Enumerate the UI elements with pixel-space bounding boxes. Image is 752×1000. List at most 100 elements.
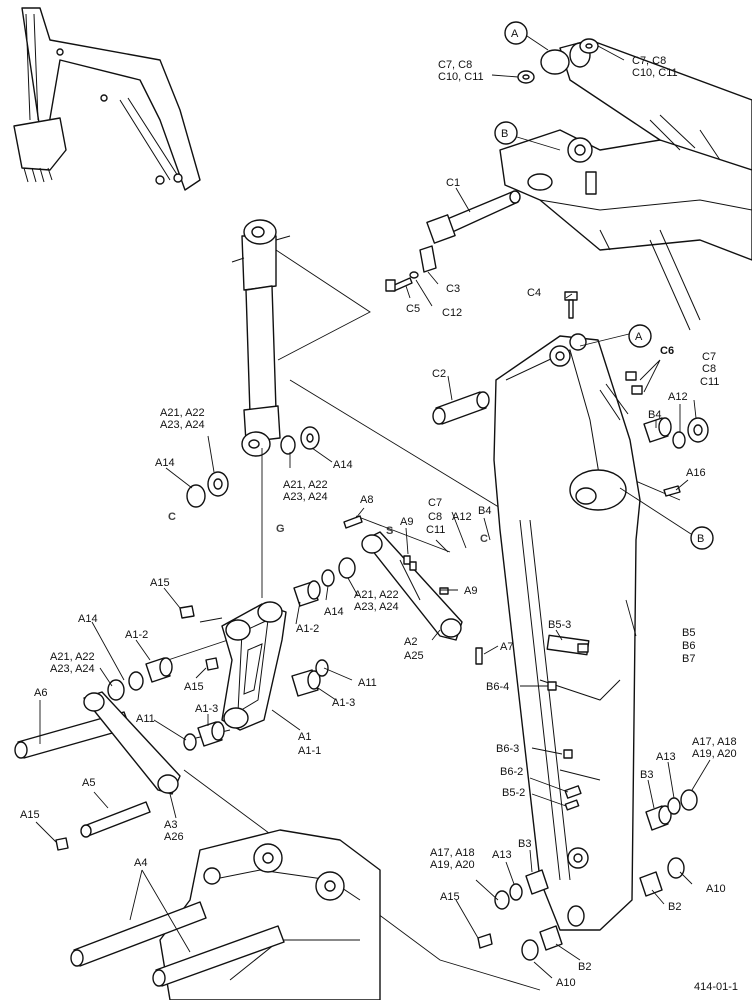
label-leader-lines bbox=[35, 45, 711, 979]
label-a1-2-right: A1-2 bbox=[296, 623, 319, 635]
pin-a6 bbox=[14, 711, 131, 759]
label-c7-center: C7 bbox=[428, 497, 442, 509]
label-a16: A16 bbox=[686, 467, 706, 479]
watermark-letter-1: C bbox=[168, 511, 176, 523]
label-a21-center-1: A21, A22 bbox=[283, 479, 328, 491]
label-a15-upper: A15 bbox=[150, 577, 170, 589]
label-a12-upper: A12 bbox=[668, 391, 688, 403]
label-a21-center-2: A23, A24 bbox=[283, 491, 328, 503]
bolt-c4 bbox=[564, 291, 578, 319]
washer-a10-right bbox=[667, 857, 685, 879]
label-b3-right: B3 bbox=[640, 769, 653, 781]
washer-a14-mid bbox=[321, 569, 335, 587]
label-a12-center: A12 bbox=[452, 511, 472, 523]
bushing-b2-right bbox=[639, 871, 663, 897]
bolts-a9 bbox=[403, 555, 449, 595]
label-a21-right-1: A21, A22 bbox=[354, 589, 399, 601]
link-a2 bbox=[361, 531, 463, 641]
washer-a13-right bbox=[667, 797, 681, 815]
washer-a21-lower bbox=[107, 679, 125, 701]
watermark-letter-3: S bbox=[386, 525, 393, 537]
label-c3: C3 bbox=[446, 283, 460, 295]
label-c7-c8-top-left-2: C10, C11 bbox=[438, 71, 484, 83]
figure-code: 414-01-1 bbox=[694, 981, 738, 993]
label-c8-mid: C8 bbox=[702, 363, 716, 375]
arm-b5 bbox=[493, 333, 641, 931]
label-a3: A3 bbox=[164, 819, 177, 831]
label-a6: A6 bbox=[34, 687, 47, 699]
bushing-b3-right bbox=[645, 805, 672, 831]
label-a17-right-2: A19, A20 bbox=[692, 748, 737, 760]
washer-a11-right bbox=[315, 659, 329, 677]
label-c12: C12 bbox=[442, 307, 462, 319]
label-b6: B6 bbox=[682, 640, 695, 652]
washer-a14-lower bbox=[128, 671, 144, 691]
bushing-a1-2-upper bbox=[293, 580, 321, 607]
label-a14-right: A14 bbox=[324, 606, 344, 618]
label-a15-bottom: A15 bbox=[440, 891, 460, 903]
grease-a15-bottom bbox=[477, 933, 493, 949]
callout-a-mid-letter: A bbox=[635, 331, 643, 343]
label-b6-2: B6-2 bbox=[500, 766, 523, 778]
bolt-a8 bbox=[343, 515, 363, 529]
callout-a-top-letter: A bbox=[511, 28, 519, 40]
label-c11-center: C11 bbox=[426, 524, 445, 536]
label-a11-right: A11 bbox=[358, 677, 377, 689]
callout-a-top: A bbox=[504, 21, 549, 51]
bolt-a16 bbox=[663, 485, 681, 497]
guide-link-a1 bbox=[221, 601, 287, 731]
washer-a21-upper bbox=[280, 435, 296, 455]
washer-a14-left bbox=[186, 484, 206, 508]
label-b5: B5 bbox=[682, 627, 695, 639]
label-b4-upper: B4 bbox=[648, 409, 661, 421]
washer-a11-left bbox=[183, 733, 197, 751]
label-a17-lower-2: A19, A20 bbox=[430, 859, 475, 871]
washer-a10-lower bbox=[521, 939, 539, 961]
label-a21-lower-2: A23, A24 bbox=[50, 663, 95, 675]
label-a21-right-2: A23, A24 bbox=[354, 601, 399, 613]
label-b6-3: B6-3 bbox=[496, 743, 519, 755]
label-c2: C2 bbox=[432, 368, 446, 380]
label-a9-lower: A9 bbox=[464, 585, 477, 597]
callout-b-top-letter: B bbox=[501, 128, 508, 140]
label-a1-3-right: A1-3 bbox=[332, 697, 355, 709]
bushing-b2-lower bbox=[539, 925, 563, 951]
washer-a13-lower bbox=[509, 883, 523, 901]
label-a13-right: A13 bbox=[656, 751, 676, 763]
label-c7-mid: C7 bbox=[702, 351, 716, 363]
label-a25: A25 bbox=[404, 650, 424, 662]
watermark-letter-4: C bbox=[480, 533, 488, 545]
label-a10-lower: A10 bbox=[556, 977, 576, 989]
washer-a17-right bbox=[680, 789, 698, 811]
bucket-cylinder bbox=[231, 219, 291, 457]
label-a10-right: A10 bbox=[706, 883, 726, 895]
callout-b-top: B bbox=[494, 121, 561, 151]
label-a1-3-left: A1-3 bbox=[195, 703, 218, 715]
label-c7-c8-top-right-1: C7, C8 bbox=[632, 55, 666, 67]
label-a8: A8 bbox=[360, 494, 373, 506]
callout-b-mid-letter: B bbox=[697, 533, 704, 545]
label-a15-mid: A15 bbox=[184, 681, 204, 693]
label-c7-c8-top-right-2: C10, C11 bbox=[632, 67, 678, 79]
label-c1: C1 bbox=[446, 177, 460, 189]
callout-a-mid: A bbox=[579, 324, 652, 348]
label-b5-2: B5-2 bbox=[502, 787, 525, 799]
label-a26: A26 bbox=[164, 831, 184, 843]
washer-c7-right-mid bbox=[687, 417, 709, 443]
label-b3-lower: B3 bbox=[518, 838, 531, 850]
label-c8-center: C8 bbox=[428, 511, 442, 523]
bolt-a7 bbox=[475, 647, 483, 665]
label-a1-1: A1-1 bbox=[298, 745, 321, 757]
boom-end-drawing bbox=[499, 39, 752, 331]
label-a11-left: A11 bbox=[136, 713, 155, 725]
excavator-overview-drawing bbox=[13, 7, 201, 191]
label-a1-2-left: A1-2 bbox=[125, 629, 148, 641]
watermark-letter-2: G bbox=[276, 523, 285, 535]
pin-c1 bbox=[426, 190, 521, 244]
bushing-a1-3-left bbox=[197, 721, 225, 747]
watermark-logo: C G S C bbox=[168, 511, 488, 545]
link-a3 bbox=[83, 691, 181, 795]
washer-a12-upper bbox=[672, 431, 686, 449]
label-a14-upper: A14 bbox=[333, 459, 353, 471]
